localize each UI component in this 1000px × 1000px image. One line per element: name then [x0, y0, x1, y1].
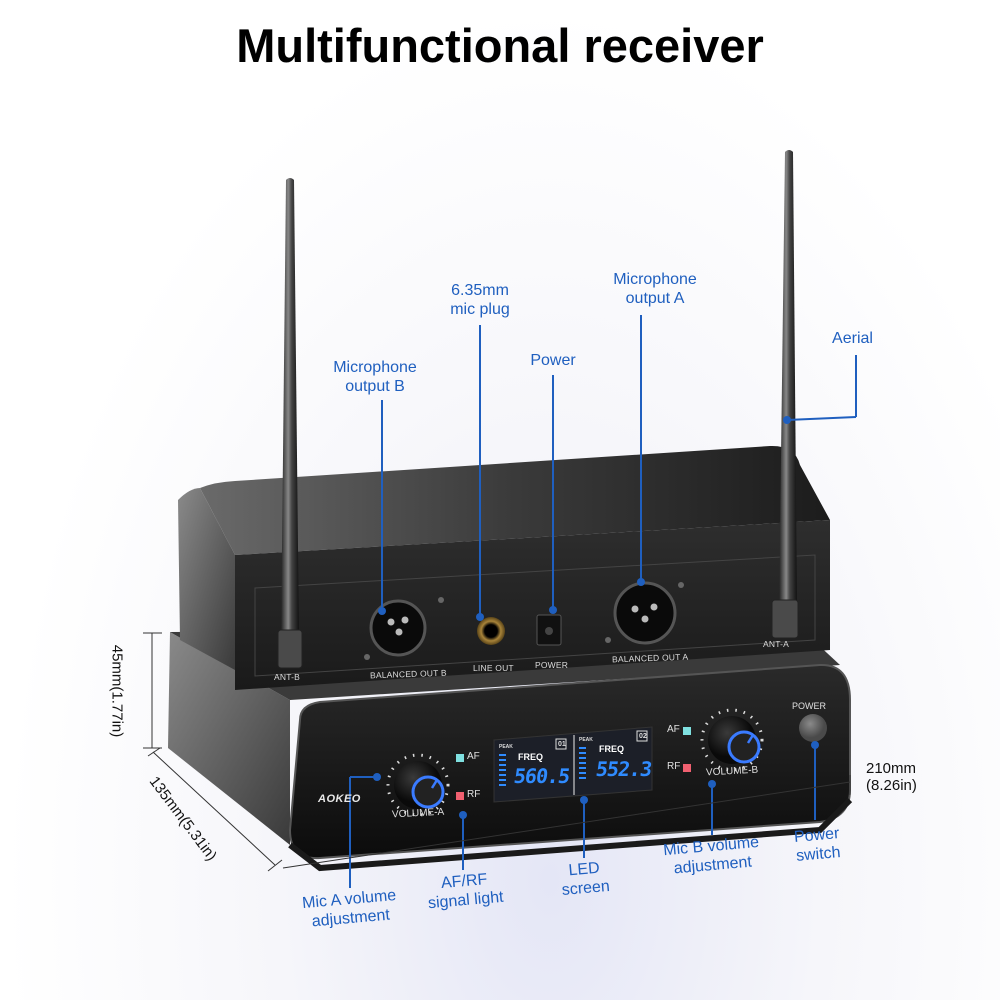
lcd-screen [493, 726, 653, 803]
page-title: Multifunctional receiver [236, 19, 764, 72]
callout-text: Microphone [333, 359, 417, 376]
callout-mic-output-a: Microphone output A [595, 270, 715, 308]
callout-lines [349, 315, 857, 888]
dimension-width-mm: 210mm [866, 760, 917, 777]
label-power-jack: POWER [535, 660, 569, 670]
callout-text: 6.35mm [451, 282, 509, 299]
xlr-connector-a [605, 581, 684, 645]
callout-aerial: Aerial [815, 329, 890, 348]
callout-text: Power [530, 352, 576, 369]
antenna-a [779, 150, 797, 610]
label-af-b: AF [667, 724, 680, 735]
volume-b-ring [700, 708, 764, 772]
power-jack [536, 614, 562, 646]
left-slope [178, 488, 235, 670]
callout-power-switch: Power switch [778, 823, 856, 867]
brand-logo: AOKEO [318, 793, 361, 805]
callout-text: mic plug [450, 301, 510, 318]
lcd-a-freq-label: FREQ [518, 752, 544, 762]
label-ant-a: ANT-A [763, 639, 790, 649]
lcd-a-frequency: 560.5 [512, 764, 571, 788]
callout-text: Aerial [832, 330, 873, 347]
rf-led-a [456, 792, 464, 800]
callout-led-screen: LED screen [543, 857, 626, 902]
dimension-height: 45mm(1.77in) [108, 644, 126, 738]
callout-power: Power [503, 351, 603, 370]
peak-meter-a [499, 754, 506, 786]
callout-text: output B [345, 378, 405, 395]
label-rf-a: RF [467, 789, 481, 800]
dimension-width-in: (8.26in) [866, 777, 917, 794]
label-ant-b: ANT-B [274, 672, 301, 682]
label-power-button: POWER [792, 701, 827, 711]
lcd-b-frequency: 552.3 [594, 757, 653, 781]
af-led-b [683, 727, 691, 735]
label-line-out: LINE OUT [473, 663, 514, 673]
xlr-connector-b [364, 597, 444, 660]
lcd-a-peak: PEAK [499, 744, 513, 750]
lcd-b-channel: 02 [639, 733, 647, 740]
peak-meter-b [579, 747, 586, 779]
label-af-a: AF [467, 751, 480, 762]
rf-led-b [683, 764, 691, 772]
callout-text: output A [625, 290, 685, 307]
lcd-b-peak: PEAK [579, 737, 593, 743]
power-button [799, 714, 827, 742]
callout-mic-output-b: Microphone output B [315, 358, 435, 396]
lcd-a-channel: 01 [558, 741, 566, 748]
volume-a-ring [386, 753, 450, 817]
line-out-jack [477, 617, 505, 645]
dimension-lines [143, 632, 851, 872]
callout-text: Microphone [613, 271, 697, 288]
callout-mic-plug: 6.35mm mic plug [420, 281, 540, 319]
antenna-b [281, 178, 299, 640]
top-cover [200, 445, 830, 555]
label-rf-b: RF [667, 761, 681, 772]
lcd-b-freq-label: FREQ [599, 744, 625, 754]
af-led-a [456, 754, 464, 762]
